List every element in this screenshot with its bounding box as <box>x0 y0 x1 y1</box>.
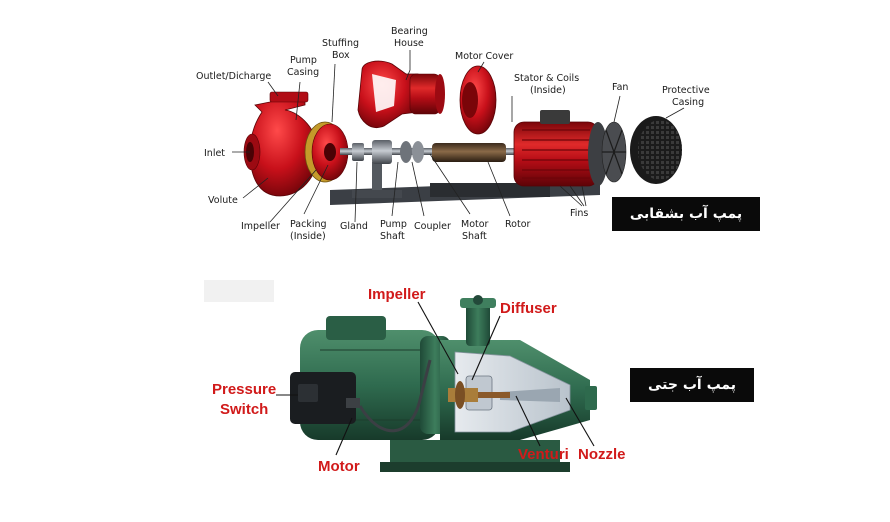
label-fins: Fins <box>570 208 588 219</box>
label-pressure-switch-line2: Switch <box>220 401 268 418</box>
badge-jet-pump: پمپ آب جتی <box>630 368 754 402</box>
badge-centrifugal-pump: پمپ آب بشقابی <box>612 197 760 231</box>
label-gland: Gland <box>340 221 368 232</box>
label-pump-casing-line2: Casing <box>287 67 319 78</box>
pump-casing <box>243 91 319 197</box>
label-motor-shaft-line2: Shaft <box>462 231 487 242</box>
label-stator-coils-line1: Stator & Coils <box>514 73 579 84</box>
motor-base <box>430 183 550 197</box>
label-outlet-discharge: Outlet/Dicharge <box>196 71 271 82</box>
label-motor-cover: Motor Cover <box>455 51 513 62</box>
label-pump-shaft-line1: Pump <box>380 219 407 230</box>
watermark-smudge <box>204 280 274 302</box>
motor-cover <box>459 65 497 135</box>
protective-casing <box>630 116 682 184</box>
label-pressure-switch-line1: Pressure <box>212 381 276 398</box>
top-fitting <box>460 295 496 346</box>
gland <box>352 143 364 161</box>
label-venturi: Venturi <box>518 446 569 463</box>
pressure-switch <box>290 372 360 424</box>
label-rotor: Rotor <box>505 219 531 230</box>
label-protective-casing-line1: Protective <box>662 85 710 96</box>
label-stator-coils-line2: (Inside) <box>530 85 566 96</box>
label-bearing-house-line1: Bearing <box>391 26 428 37</box>
rotor <box>432 143 506 162</box>
pump-body-cutaway <box>440 340 590 440</box>
pressure-tube <box>358 359 432 433</box>
bearing-stand <box>372 162 382 192</box>
label-coupler: Coupler <box>414 221 451 232</box>
top-leader-lines <box>232 50 685 223</box>
label-stuffing-box-line2: Box <box>332 50 350 61</box>
label-diffuser: Diffuser <box>500 300 557 317</box>
label-impeller-jet: Impeller <box>368 286 426 303</box>
label-motor-jet: Motor <box>318 458 360 475</box>
label-nozzle: Nozzle <box>578 446 626 463</box>
bearing-house <box>357 60 445 128</box>
coupler-half-b <box>412 141 424 163</box>
label-packing-line1: Packing <box>290 219 327 230</box>
bottom-labels: Impeller Diffuser Pressure Switch Motor … <box>212 286 626 475</box>
label-pump-shaft-line2: Shaft <box>380 231 405 242</box>
bottom-leader-lines <box>276 301 595 456</box>
impeller-stuffing-box <box>304 121 349 183</box>
label-pump-casing-line1: Pump <box>290 55 317 66</box>
jet-pump-illustration <box>290 295 597 472</box>
label-stuffing-box-line1: Stuffing <box>322 38 359 49</box>
end-suction-pump-illustration <box>243 60 682 205</box>
label-packing-line2: (Inside) <box>290 231 326 242</box>
coupler-half-a <box>400 141 412 163</box>
fan <box>601 121 627 183</box>
end-fitting <box>585 386 597 410</box>
label-motor-shaft-line1: Motor <box>461 219 489 230</box>
top-labels: Outlet/Dicharge Pump Casing Stuffing Box… <box>196 26 710 242</box>
label-volute: Volute <box>208 195 238 206</box>
label-inlet: Inlet <box>204 148 225 159</box>
pump-shaft <box>340 148 520 155</box>
label-fan: Fan <box>612 82 628 93</box>
label-impeller: Impeller <box>241 221 280 232</box>
label-bearing-house-line2: House <box>394 38 424 49</box>
motor-stator <box>513 110 608 187</box>
label-protective-casing-line2: Casing <box>672 97 704 108</box>
